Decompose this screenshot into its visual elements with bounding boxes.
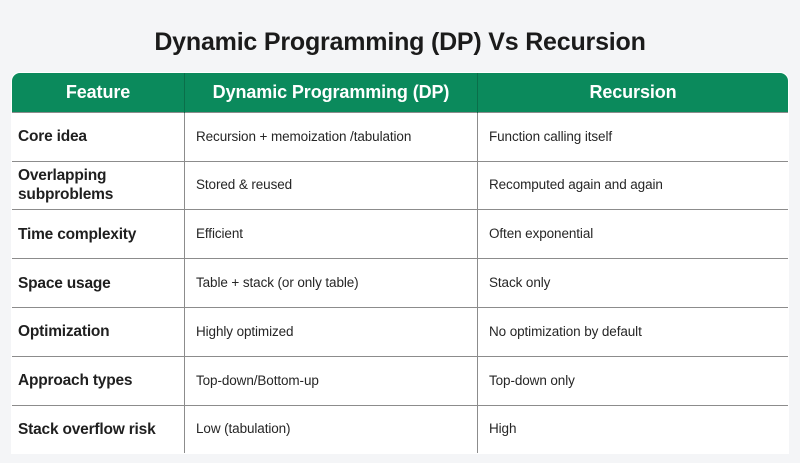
cell-recursion: Often exponential: [477, 209, 788, 259]
cell-dp: Top-down/Bottom-up: [184, 355, 478, 406]
cell-dp: Stored & reused: [184, 160, 478, 210]
page-title: Dynamic Programming (DP) Vs Recursion: [154, 27, 646, 56]
cell-feature: Time complexity: [12, 209, 185, 259]
comparison-table: Feature Dynamic Programming (DP) Recursi…: [11, 71, 789, 455]
cell-recursion: Function calling itself: [477, 111, 788, 162]
cell-recursion: Top-down only: [477, 355, 788, 406]
cell-feature: Optimization: [12, 306, 185, 357]
comparison-infographic: Dynamic Programming (DP) Vs Recursion Fe…: [0, 17, 800, 463]
table-row: Core idea Recursion + memoization /tabul…: [12, 111, 788, 162]
table-row: Approach types Top-down/Bottom-up Top-do…: [12, 355, 788, 406]
table-row: Space usage Table + stack (or only table…: [12, 258, 788, 308]
table-row: Optimization Highly optimized No optimiz…: [12, 306, 788, 357]
cell-feature: Space usage: [12, 258, 185, 308]
column-header-dynamic-programming: Dynamic Programming (DP): [184, 72, 478, 113]
table-row: Time complexity Efficient Often exponent…: [12, 209, 788, 259]
column-header-recursion: Recursion: [589, 81, 677, 102]
cell-dp: Table + stack (or only table): [184, 258, 478, 308]
table-header: Feature Dynamic Programming (DP) Recursi…: [12, 72, 788, 113]
table-row: Overlapping subproblems Stored & reused …: [12, 160, 788, 210]
cell-dp: Highly optimized: [184, 306, 478, 357]
cell-dp: Efficient: [184, 209, 478, 259]
cell-dp: Recursion + memoization /tabulation: [184, 111, 478, 162]
cell-feature: Approach types: [12, 355, 185, 406]
comparison-table-container: Feature Dynamic Programming (DP) Recursi…: [11, 71, 789, 455]
table-header-row: Feature Dynamic Programming (DP) Recursi…: [12, 72, 788, 113]
cell-recursion: Stack only: [477, 258, 788, 308]
column-header-feature: Feature: [12, 72, 185, 113]
cell-dp: Low (tabulation): [184, 404, 478, 454]
table-body: Core idea Recursion + memoization /tabul…: [12, 111, 788, 454]
cell-feature: Stack overflow risk: [12, 404, 185, 454]
cell-feature: Overlapping subproblems: [12, 160, 185, 210]
cell-recursion: Recomputed again and again: [477, 160, 788, 210]
cell-recursion: High: [477, 404, 788, 454]
cell-feature: Core idea: [12, 111, 185, 162]
cell-recursion: No optimization by default: [477, 306, 788, 357]
table-row: Stack overflow risk Low (tabulation) Hig…: [12, 404, 788, 454]
